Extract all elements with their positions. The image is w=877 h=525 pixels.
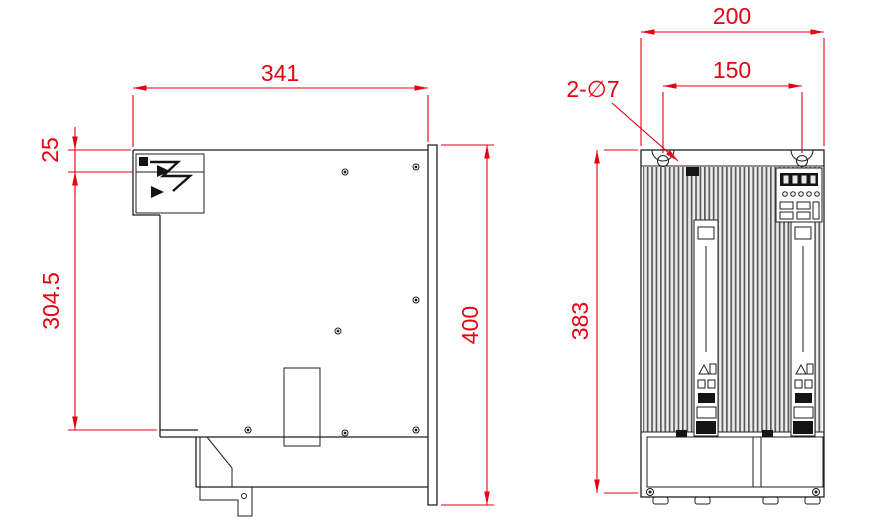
screw-mark xyxy=(244,426,252,434)
dim-304-5-label: 304.5 xyxy=(38,272,64,330)
bottom-feet xyxy=(646,488,821,505)
bottom-bracket xyxy=(199,436,253,517)
dim-150 xyxy=(662,83,803,153)
hole-callout-leader xyxy=(611,102,679,162)
foot xyxy=(762,496,779,505)
digit-display xyxy=(780,173,818,186)
dim-304-5 xyxy=(68,172,157,431)
display-keypad xyxy=(775,167,823,223)
dim-341 xyxy=(132,85,429,147)
hole-callout-label: 2-∅7 xyxy=(566,76,619,102)
dim-341-label: 341 xyxy=(261,60,299,86)
mounting-hole-left xyxy=(657,155,669,167)
module-strip-left xyxy=(693,219,719,437)
module-strip-right xyxy=(790,219,816,437)
side-body-outline xyxy=(132,149,428,488)
screw-mark xyxy=(341,168,349,176)
mounting-hole-right xyxy=(796,155,808,167)
corner-screw xyxy=(812,488,820,496)
foot xyxy=(804,496,821,505)
screw-mark xyxy=(412,296,420,304)
screw-marks xyxy=(244,163,420,437)
front-body-outline xyxy=(640,149,825,498)
mounting-ear-right xyxy=(790,149,814,167)
foot xyxy=(694,496,711,505)
dim-25 xyxy=(68,127,133,195)
mounting-plate xyxy=(427,144,438,506)
foot xyxy=(652,496,669,505)
dim-150-label: 150 xyxy=(713,57,751,83)
dim-25-label: 25 xyxy=(37,137,63,163)
dim-383-label: 383 xyxy=(567,302,593,340)
side-view: 341 25 304.5 400 xyxy=(37,60,494,517)
dim-400 xyxy=(441,144,494,506)
dim-383 xyxy=(594,149,638,494)
connector-detail xyxy=(135,153,205,214)
front-view: 200 150 2-∅7 383 xyxy=(566,3,825,505)
screw-mark xyxy=(412,163,420,171)
dim-200 xyxy=(640,29,825,146)
dim-400-label: 400 xyxy=(457,306,483,344)
corner-screw xyxy=(646,488,654,496)
screw-mark xyxy=(341,429,349,437)
dim-200-label: 200 xyxy=(713,3,751,29)
terminal-block xyxy=(686,167,699,176)
nameplate-label xyxy=(283,367,321,447)
screw-mark xyxy=(334,327,342,335)
screw-mark xyxy=(412,426,420,434)
vent-grille xyxy=(646,430,824,488)
